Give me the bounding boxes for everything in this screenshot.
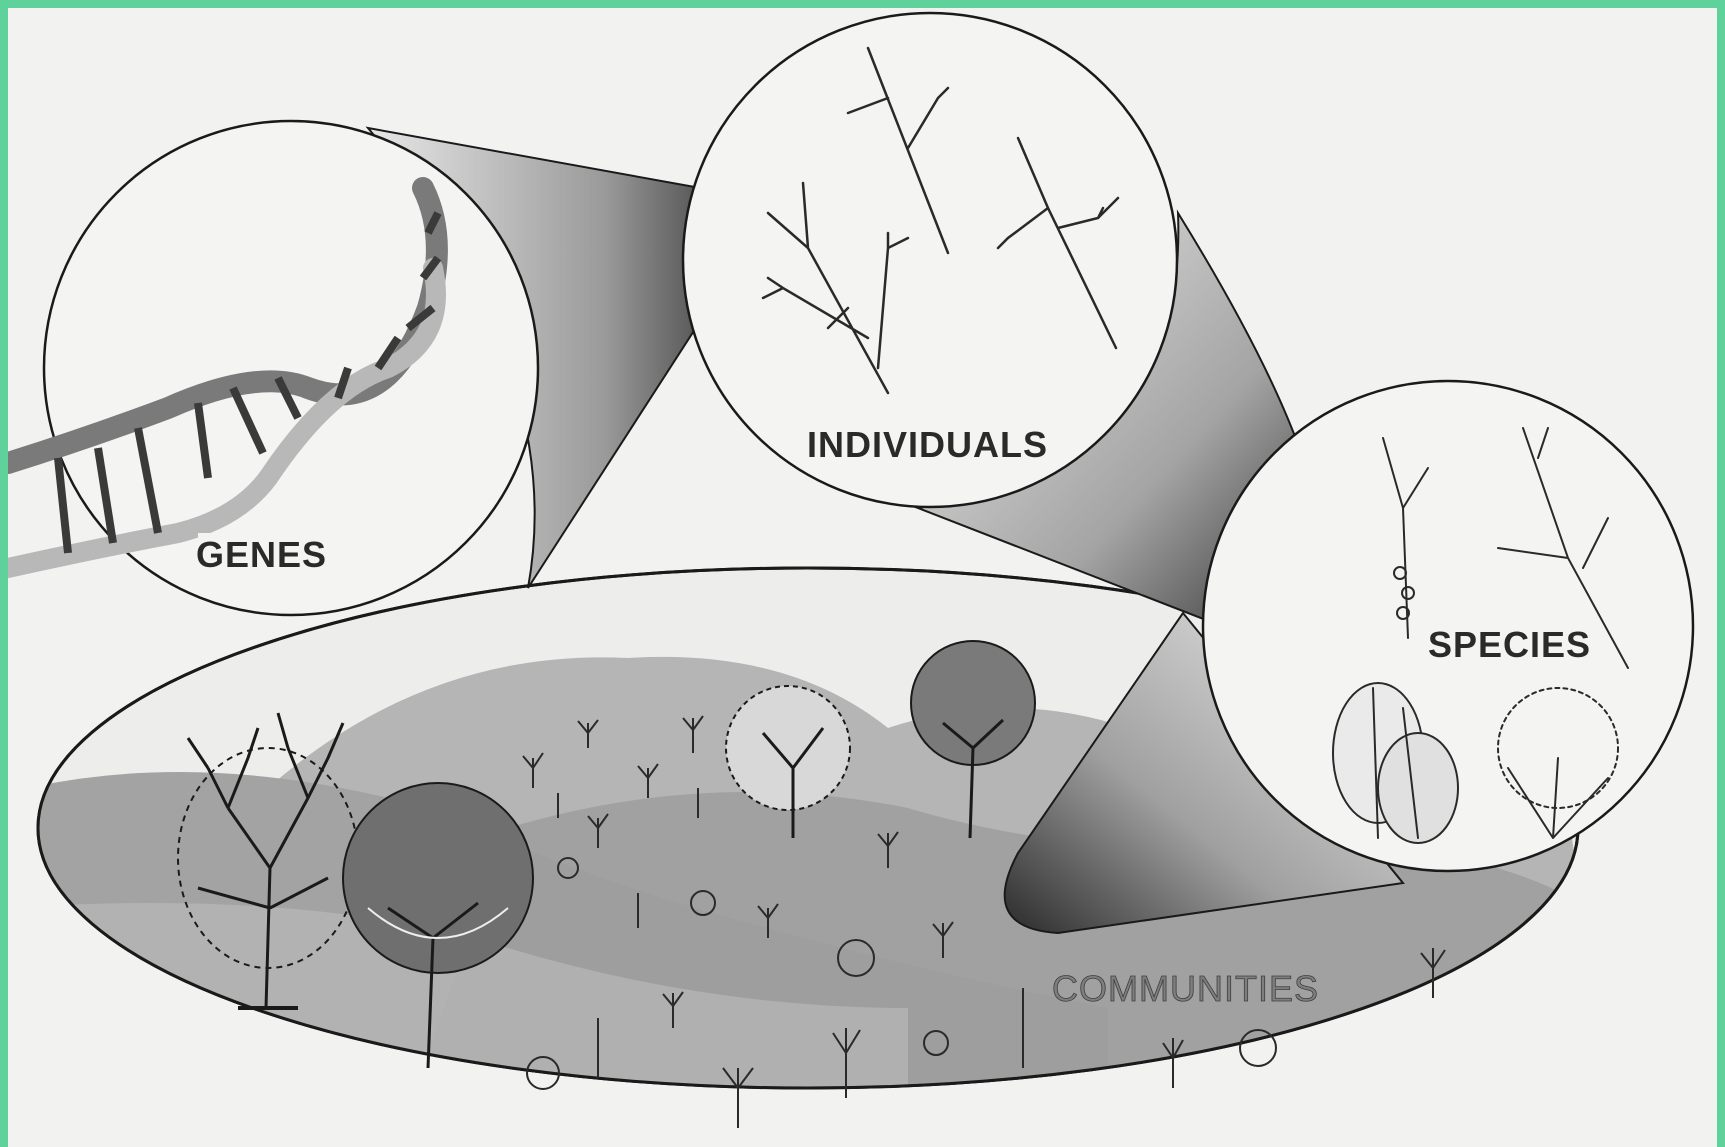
individuals-label: INDIVIDUALS [807, 424, 1048, 466]
biodiversity-diagram [8, 8, 1717, 1147]
diagram-frame: GENES INDIVIDUALS SPECIES COMMUNITIES [8, 8, 1717, 1147]
species-label: SPECIES [1428, 624, 1591, 666]
communities-label: COMMUNITIES [1052, 968, 1319, 1010]
genes-label: GENES [196, 534, 327, 576]
